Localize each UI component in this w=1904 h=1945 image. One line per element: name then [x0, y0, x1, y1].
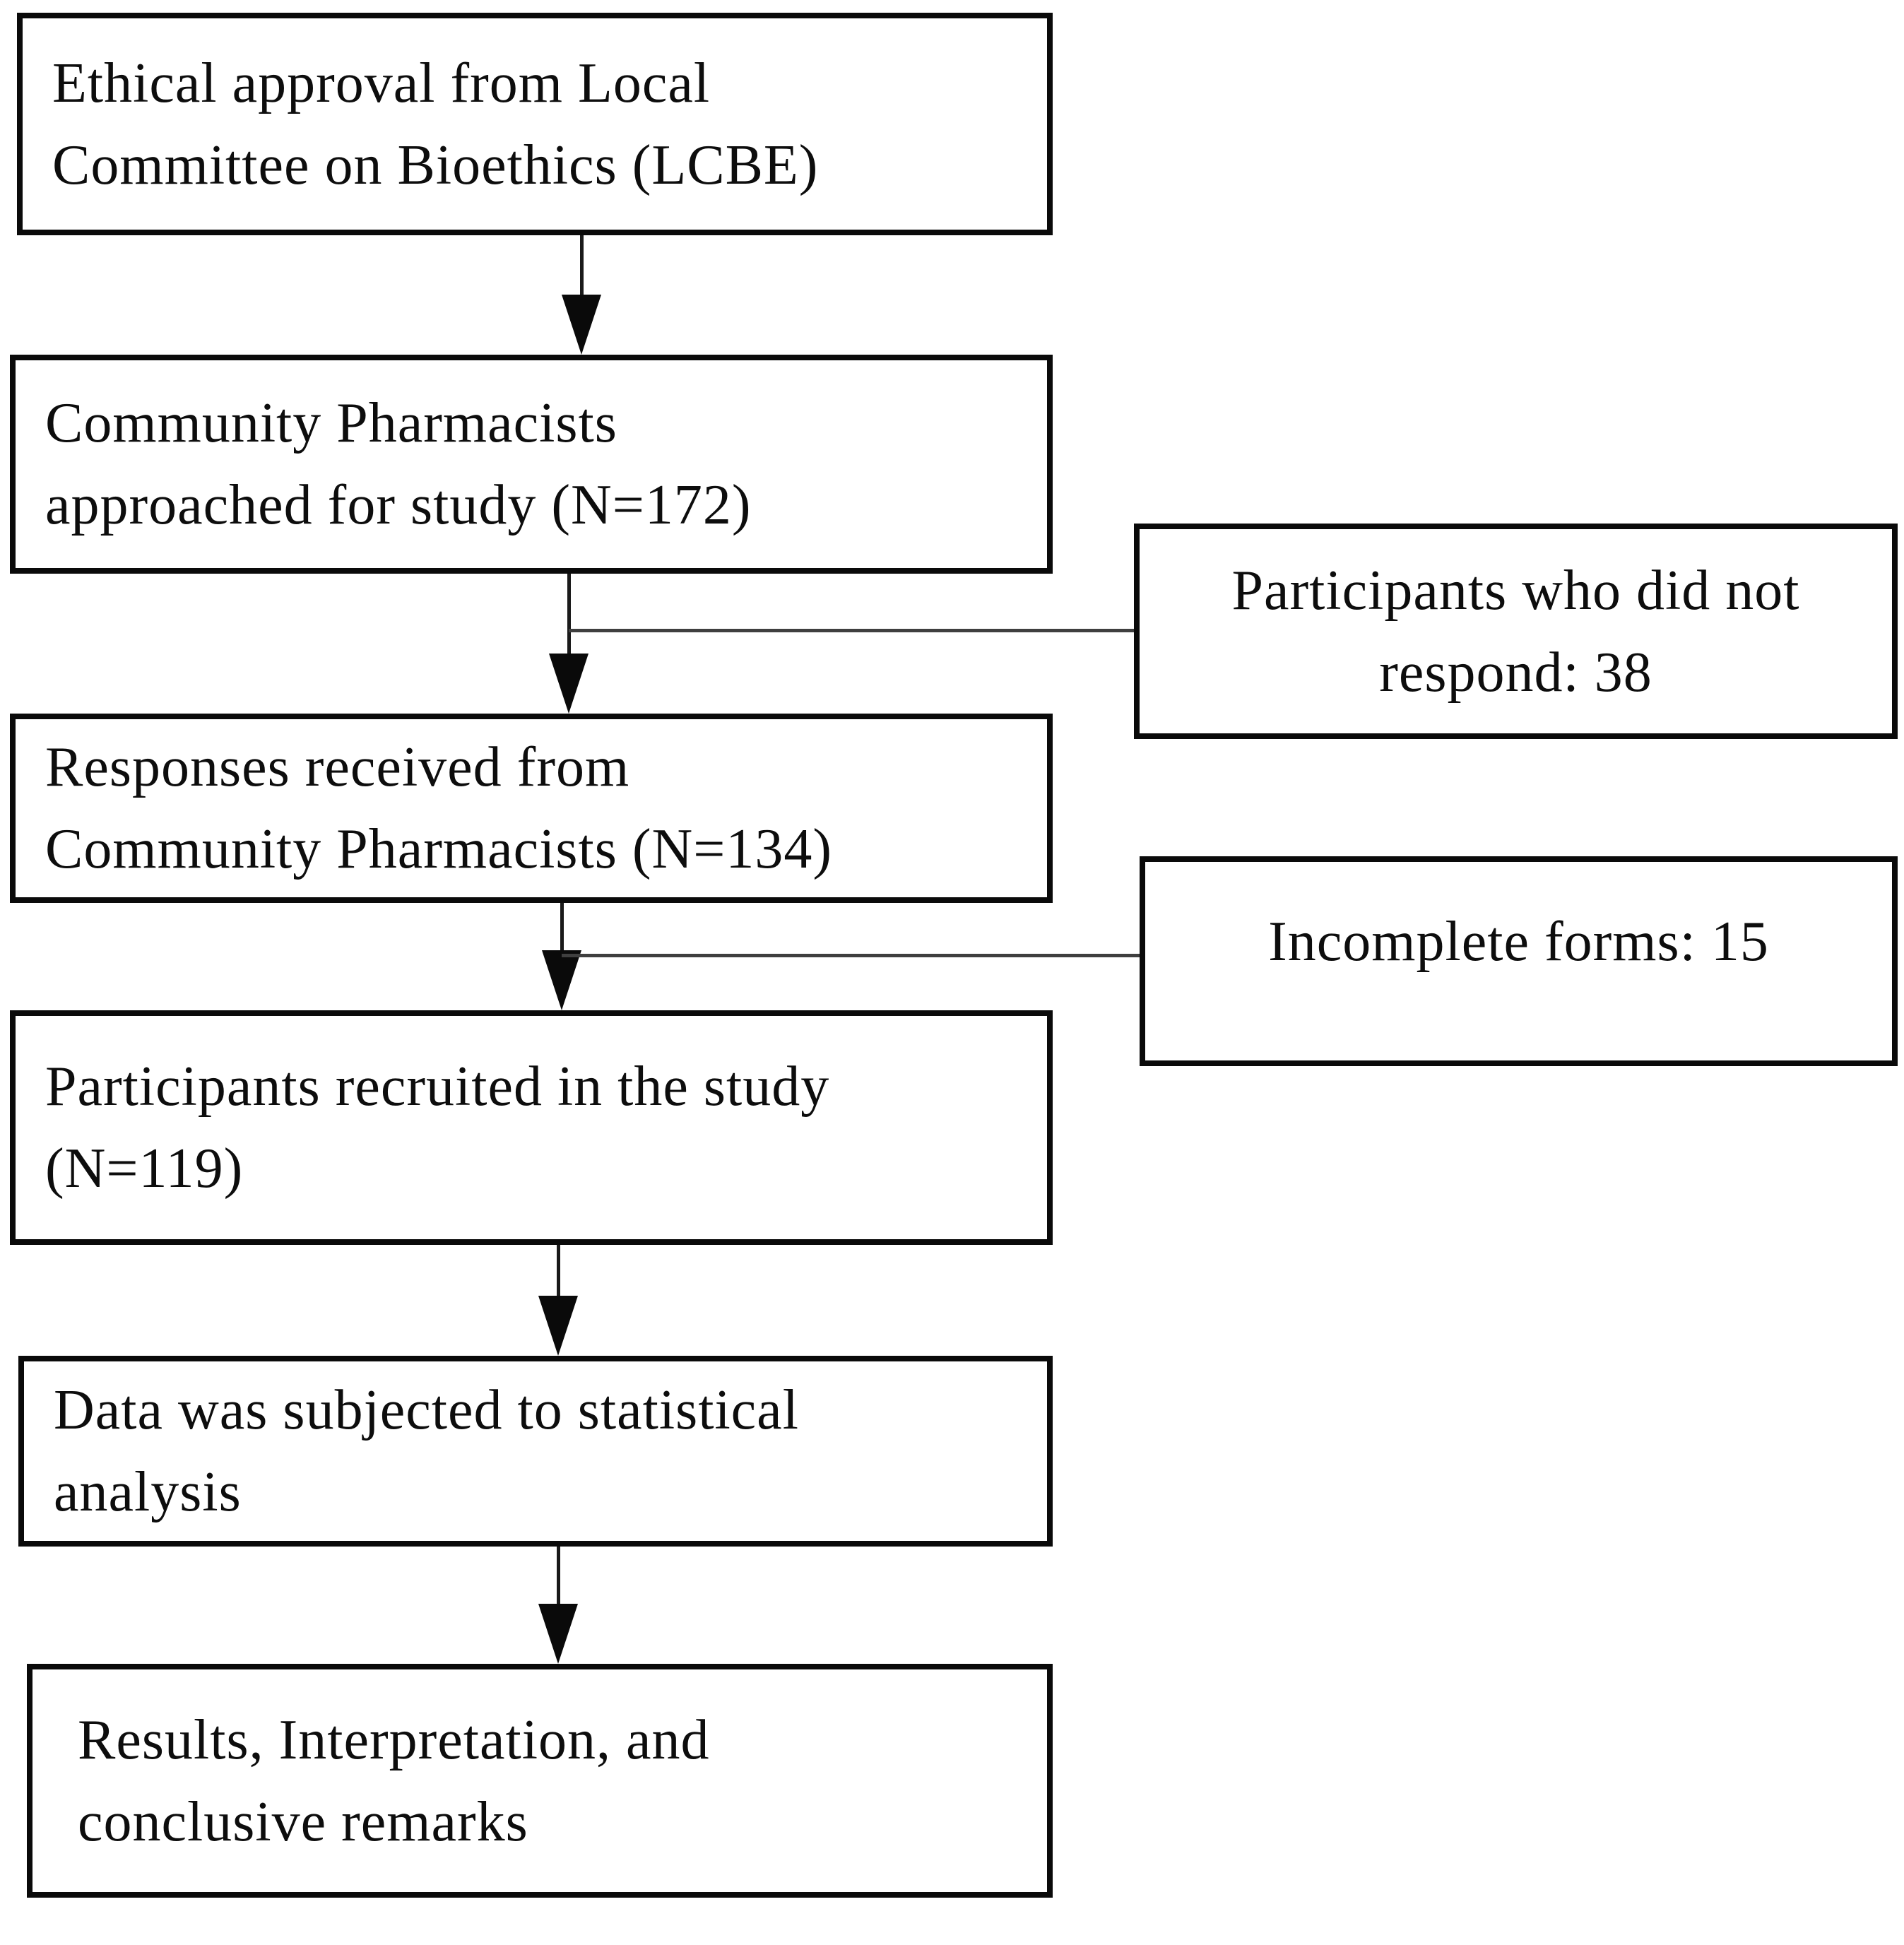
- box-text-line: respond: 38: [1379, 641, 1652, 704]
- box-text-line: conclusive remarks: [78, 1790, 528, 1853]
- box-text-line: approached for study (N=172): [45, 474, 752, 536]
- box-text-line: Community Pharmacists (N=134): [45, 818, 833, 880]
- box-text-line: Ethical approval from Local: [52, 52, 711, 114]
- arrow-shaft: [560, 903, 564, 954]
- connector-arrow-5: [536, 1547, 581, 1664]
- box-text-line: (N=119): [45, 1137, 244, 1200]
- connector-arrow-1: [559, 235, 604, 355]
- arrow-shaft: [556, 1547, 560, 1607]
- box-text-line: Committee on Bioethics (LCBE): [52, 134, 819, 196]
- box-text-line: Community Pharmacists: [45, 392, 617, 454]
- arrow-shaft: [579, 235, 584, 298]
- connector-arrow-3: [539, 903, 584, 1010]
- flow-box-statistical-analysis: Data was subjected to statistical analys…: [18, 1356, 1053, 1547]
- flow-box-results-interpretation: Results, Interpretation, and conclusive …: [27, 1664, 1053, 1898]
- branch-line-non-respondents: [569, 629, 1134, 632]
- flow-box-participants-recruited: Participants recruited in the study (N=1…: [10, 1010, 1053, 1245]
- arrow-shaft: [556, 1245, 560, 1299]
- box-text-line: Responses received from: [45, 736, 630, 798]
- flow-box-ethical-approval: Ethical approval from Local Committee on…: [17, 13, 1053, 235]
- side-box-non-respondents: Participants who did not respond: 38: [1134, 524, 1898, 739]
- box-text-line: Incomplete forms: 15: [1268, 911, 1769, 973]
- flow-box-responses-received: Responses received from Community Pharma…: [10, 714, 1053, 903]
- side-box-incomplete-forms: Incomplete forms: 15: [1140, 856, 1898, 1066]
- box-text-line: Data was subjected to statistical: [54, 1379, 799, 1441]
- arrowhead-down-icon: [562, 295, 601, 355]
- arrowhead-down-icon: [538, 1604, 578, 1664]
- connector-arrow-4: [536, 1245, 581, 1356]
- box-text-line: Results, Interpretation, and: [78, 1708, 710, 1771]
- box-text-line: analysis: [54, 1461, 242, 1523]
- branch-line-incomplete-forms: [562, 954, 1140, 957]
- arrowhead-down-icon: [542, 950, 581, 1010]
- arrowhead-down-icon: [538, 1296, 578, 1356]
- arrow-shaft: [567, 574, 571, 657]
- box-text-line: Participants who did not: [1231, 559, 1800, 622]
- arrowhead-down-icon: [549, 654, 589, 714]
- connector-arrow-2: [546, 574, 591, 714]
- flow-box-pharmacists-approached: Community Pharmacists approached for stu…: [10, 355, 1053, 574]
- box-text-line: Participants recruited in the study: [45, 1056, 830, 1118]
